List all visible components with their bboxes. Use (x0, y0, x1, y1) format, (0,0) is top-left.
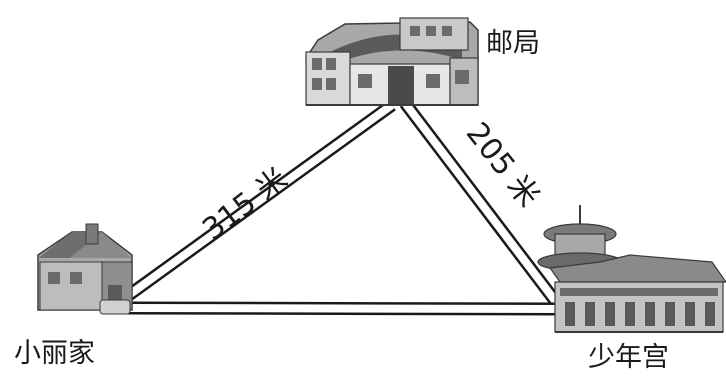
youth-palace-building-icon (537, 205, 726, 333)
home-label: 小丽家 (14, 338, 95, 369)
youth-palace-label: 少年宫 (588, 342, 669, 373)
road-home-to-post-office (118, 99, 396, 306)
post-office-label: 邮局 (486, 28, 540, 59)
road-home-to-youth-palace (117, 301, 566, 316)
home-building-icon (37, 223, 133, 315)
post-office-building-icon (305, 17, 479, 106)
road-post-office-to-youth-palace (399, 99, 562, 306)
